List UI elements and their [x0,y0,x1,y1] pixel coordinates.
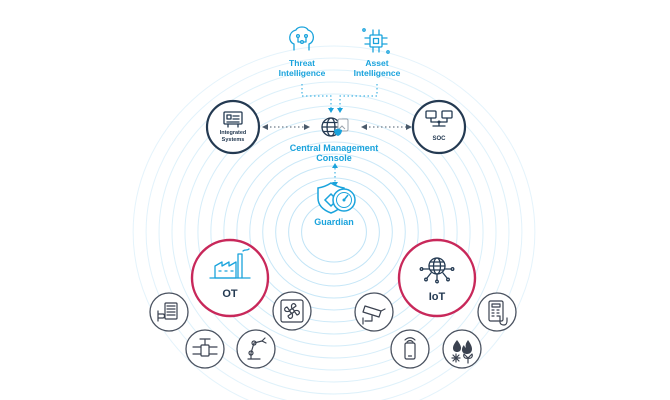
utilities-icon [451,340,473,364]
arrow-integrated-left [262,124,268,130]
factory-icon [209,248,251,279]
signal-ring [184,93,484,371]
ot-device-valve [185,329,225,369]
arrow-threat-console [328,108,334,113]
iot-device-keypad [477,292,517,332]
threat-intelligence-node: Threat Intelligence [279,26,326,78]
asset-intelligence-label-2: Intelligence [354,68,401,78]
ot-device-robot-arm [236,329,276,369]
signal-ring [249,153,419,311]
asset-intelligence-node: Asset Intelligence [354,28,401,78]
iot-device-utilities [442,329,482,369]
globe-network-icon [419,257,455,284]
valve-icon [192,338,218,357]
integrated-systems-node: Integrated Systems [205,99,261,155]
guardian-label: Guardian [314,217,354,227]
connector-asset-console [339,84,378,110]
brain-circuit-icon [289,26,315,51]
threat-intelligence-label-2: Intelligence [279,68,326,78]
keypad-icon [488,300,508,326]
signal-ring [275,177,393,287]
signal-ring [236,141,432,323]
signal-ring [145,57,523,400]
iot-label: IoT [429,291,446,303]
iot-node: IoT [397,238,477,318]
arrow-guardian-up [332,163,338,168]
globe-shield-console-icon [321,115,349,139]
ot-device-server-hand [149,292,189,332]
integrated-systems-circle [205,99,261,155]
connector-threat-console [301,84,332,110]
iot-device-smartphone [390,329,430,369]
signal-ring [132,45,536,400]
arrow-asset-console [337,108,343,113]
integrated-systems-label-1: Integrated [220,130,247,136]
signal-ring [171,81,497,383]
arrow-soc-left [361,124,367,130]
console-label-1: Central Management [290,143,379,153]
connectors [262,84,412,187]
fan-icon [280,299,304,323]
console-label-2: Console [316,153,352,163]
soc-circle [411,99,467,155]
arrow-integrated-right [304,124,310,130]
network-monitors-icon [425,110,453,127]
soc-node: SOC [411,99,467,155]
arrow-soc-right [406,124,412,130]
guardian-shield-gauge-icon [317,182,356,214]
ot-label: OT [222,288,238,300]
asset-intelligence-label-1: Asset [365,58,388,68]
soc-label: SOC [432,136,446,142]
central-management-console-node: Central Management Console [290,115,379,163]
integrated-systems-label-2: Systems [222,137,245,143]
threat-intelligence-label-1: Threat [289,58,315,68]
ot-device-fan [272,291,312,331]
integrated-systems-icon [223,111,243,128]
camera-icon [362,305,386,325]
robot-arm-icon [247,337,267,360]
signal-ring [197,105,471,359]
smartphone-wifi-icon [404,337,416,360]
chip-icon [362,28,390,54]
guardian-node: Guardian [314,182,356,227]
iot-device-camera [354,292,394,332]
server-hand-icon [157,302,178,322]
ot-node: OT [190,238,270,318]
signal-ring [158,69,510,395]
